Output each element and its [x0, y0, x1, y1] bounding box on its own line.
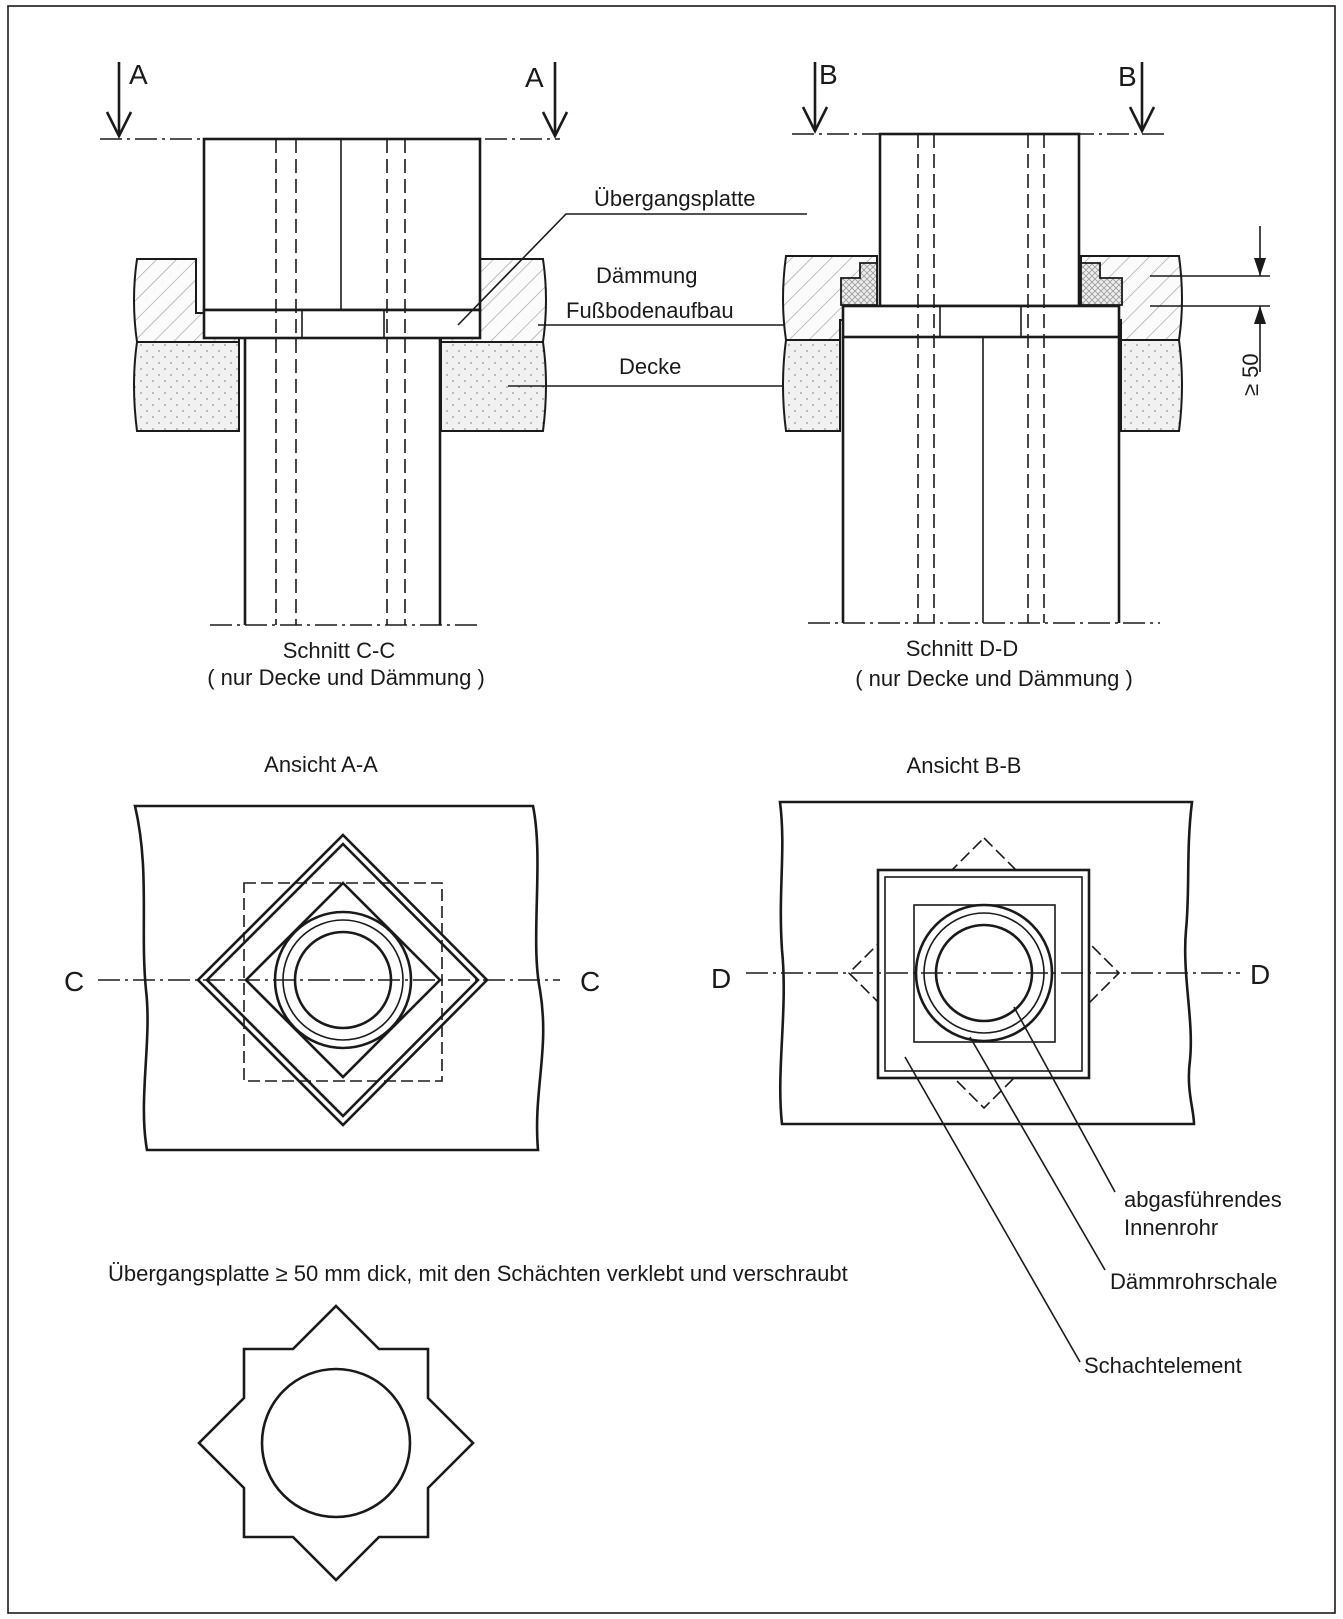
caption-ansicht-bb: Ansicht B-B [907, 753, 1022, 778]
label-daemmung: Dämmung [596, 263, 697, 288]
section-dd: B B ≥ 50 [782, 59, 1270, 624]
label-abgas-2: Innenrohr [1124, 1215, 1218, 1240]
label-uebergangsplatte: Übergangsplatte [594, 186, 755, 211]
caption-ansicht-aa: Ansicht A-A [264, 752, 378, 777]
marker-b-left: B [819, 59, 838, 90]
view-bb [746, 800, 1240, 1363]
marker-c-right: C [580, 966, 600, 997]
marker-a-left: A [129, 59, 148, 90]
label-schachtelement: Schachtelement [1084, 1353, 1242, 1378]
ceiling-right [440, 341, 547, 432]
ceiling-left-b [782, 339, 841, 432]
ceiling-left [133, 341, 240, 432]
caption-schnitt-dd-sub: ( nur Decke und Dämmung ) [855, 666, 1133, 691]
marker-c-left: C [64, 966, 84, 997]
section-cc: A A [100, 59, 569, 626]
label-decke: Decke [619, 354, 681, 379]
label-fussbodenaufbau: Fußbodenaufbau [566, 298, 734, 323]
caption-schnitt-cc-sub: ( nur Decke und Dämmung ) [207, 665, 485, 690]
frame [7, 5, 1336, 1614]
caption-schnitt-dd: Schnitt D-D [906, 636, 1018, 661]
marker-b-right: B [1118, 61, 1137, 92]
label-daemmrohrschale: Dämmrohrschale [1110, 1269, 1278, 1294]
marker-d-left: D [711, 963, 731, 994]
dimension-label: ≥ 50 [1238, 353, 1263, 396]
ceiling-right-b [1120, 339, 1183, 432]
marker-a-right: A [525, 62, 544, 93]
label-abgas-1: abgasführendes [1124, 1187, 1282, 1212]
caption-schnitt-cc: Schnitt C-C [283, 638, 396, 663]
transition-plate-star [197, 1304, 475, 1582]
note-uebergangsplatte: Übergangsplatte ≥ 50 mm dick, mit den Sc… [108, 1261, 848, 1286]
leaders-left [457, 213, 807, 387]
marker-d-right: D [1250, 959, 1270, 990]
view-aa [98, 804, 560, 1152]
